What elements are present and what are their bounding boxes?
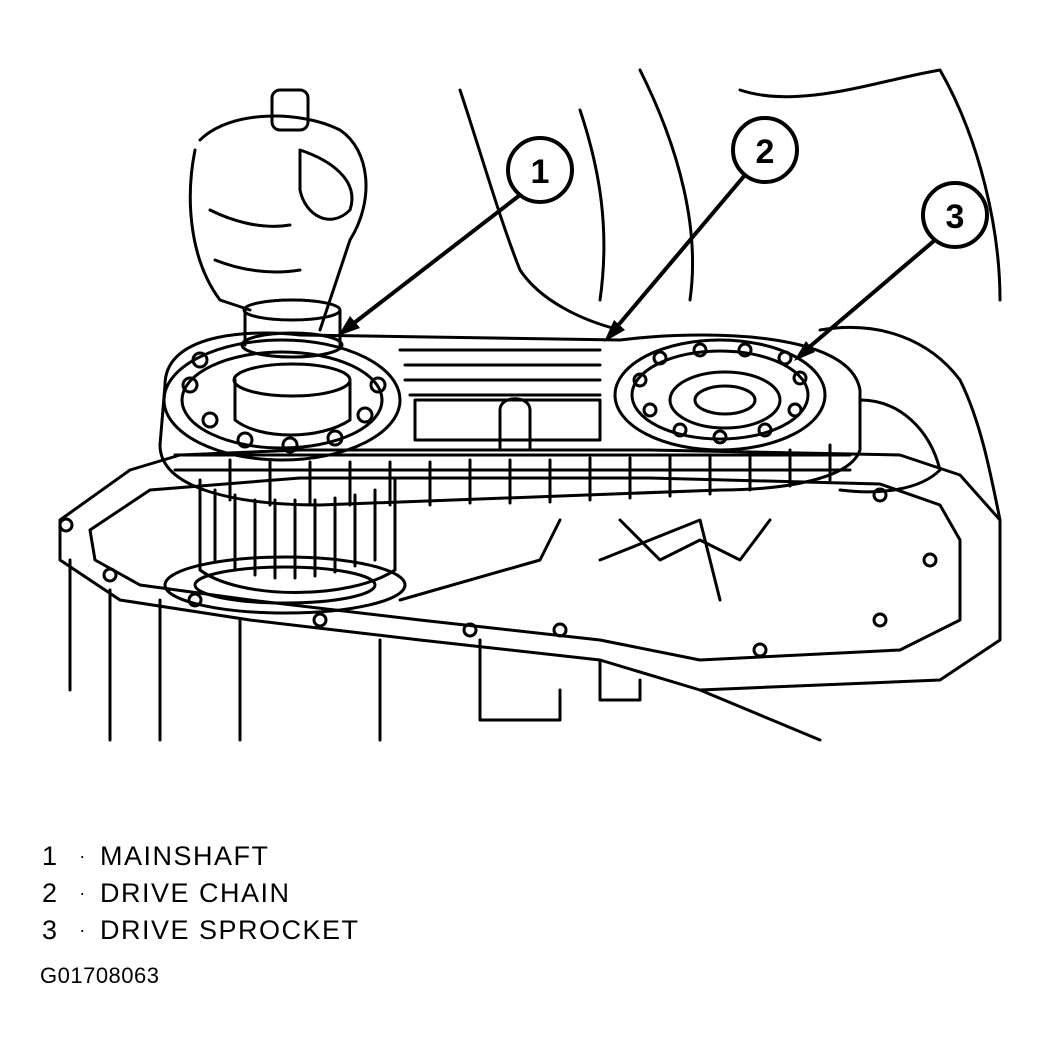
figure-id: G01708063: [40, 963, 160, 988]
legend-separator: ·: [79, 883, 87, 903]
legend-number: 1: [42, 841, 59, 871]
legend-label: MAINSHAFT: [100, 841, 270, 871]
callout-3-number: 3: [946, 198, 965, 236]
legend-item: 3 · DRIVE SPROCKET: [42, 912, 360, 949]
legend-number: 2: [42, 878, 59, 908]
legend-item: 2 · DRIVE CHAIN: [42, 875, 360, 912]
hand: [188, 88, 368, 332]
technician-arm: [458, 68, 1002, 522]
callout-2: 2: [604, 116, 799, 342]
legend-separator: ·: [79, 920, 87, 940]
legend-label: DRIVE CHAIN: [100, 878, 291, 908]
drive-sprocket: [613, 338, 827, 452]
case-housing: [58, 448, 1002, 742]
legend: 1 · MAINSHAFT 2 · DRIVE CHAIN 3 · DRIVE …: [42, 838, 360, 949]
callout-3: 3: [794, 181, 989, 361]
callout-1: 1: [338, 136, 574, 336]
callout-1-number: 1: [531, 153, 550, 191]
mainshaft: [163, 298, 407, 615]
drive-chain: [158, 331, 862, 507]
legend-number: 3: [42, 915, 59, 945]
transfer-case-illustration: 1 2 3: [58, 68, 1002, 742]
legend-separator: ·: [79, 846, 87, 866]
legend-label: DRIVE SPROCKET: [100, 915, 360, 945]
callout-2-number: 2: [756, 133, 775, 171]
legend-item: 1 · MAINSHAFT: [42, 838, 360, 875]
